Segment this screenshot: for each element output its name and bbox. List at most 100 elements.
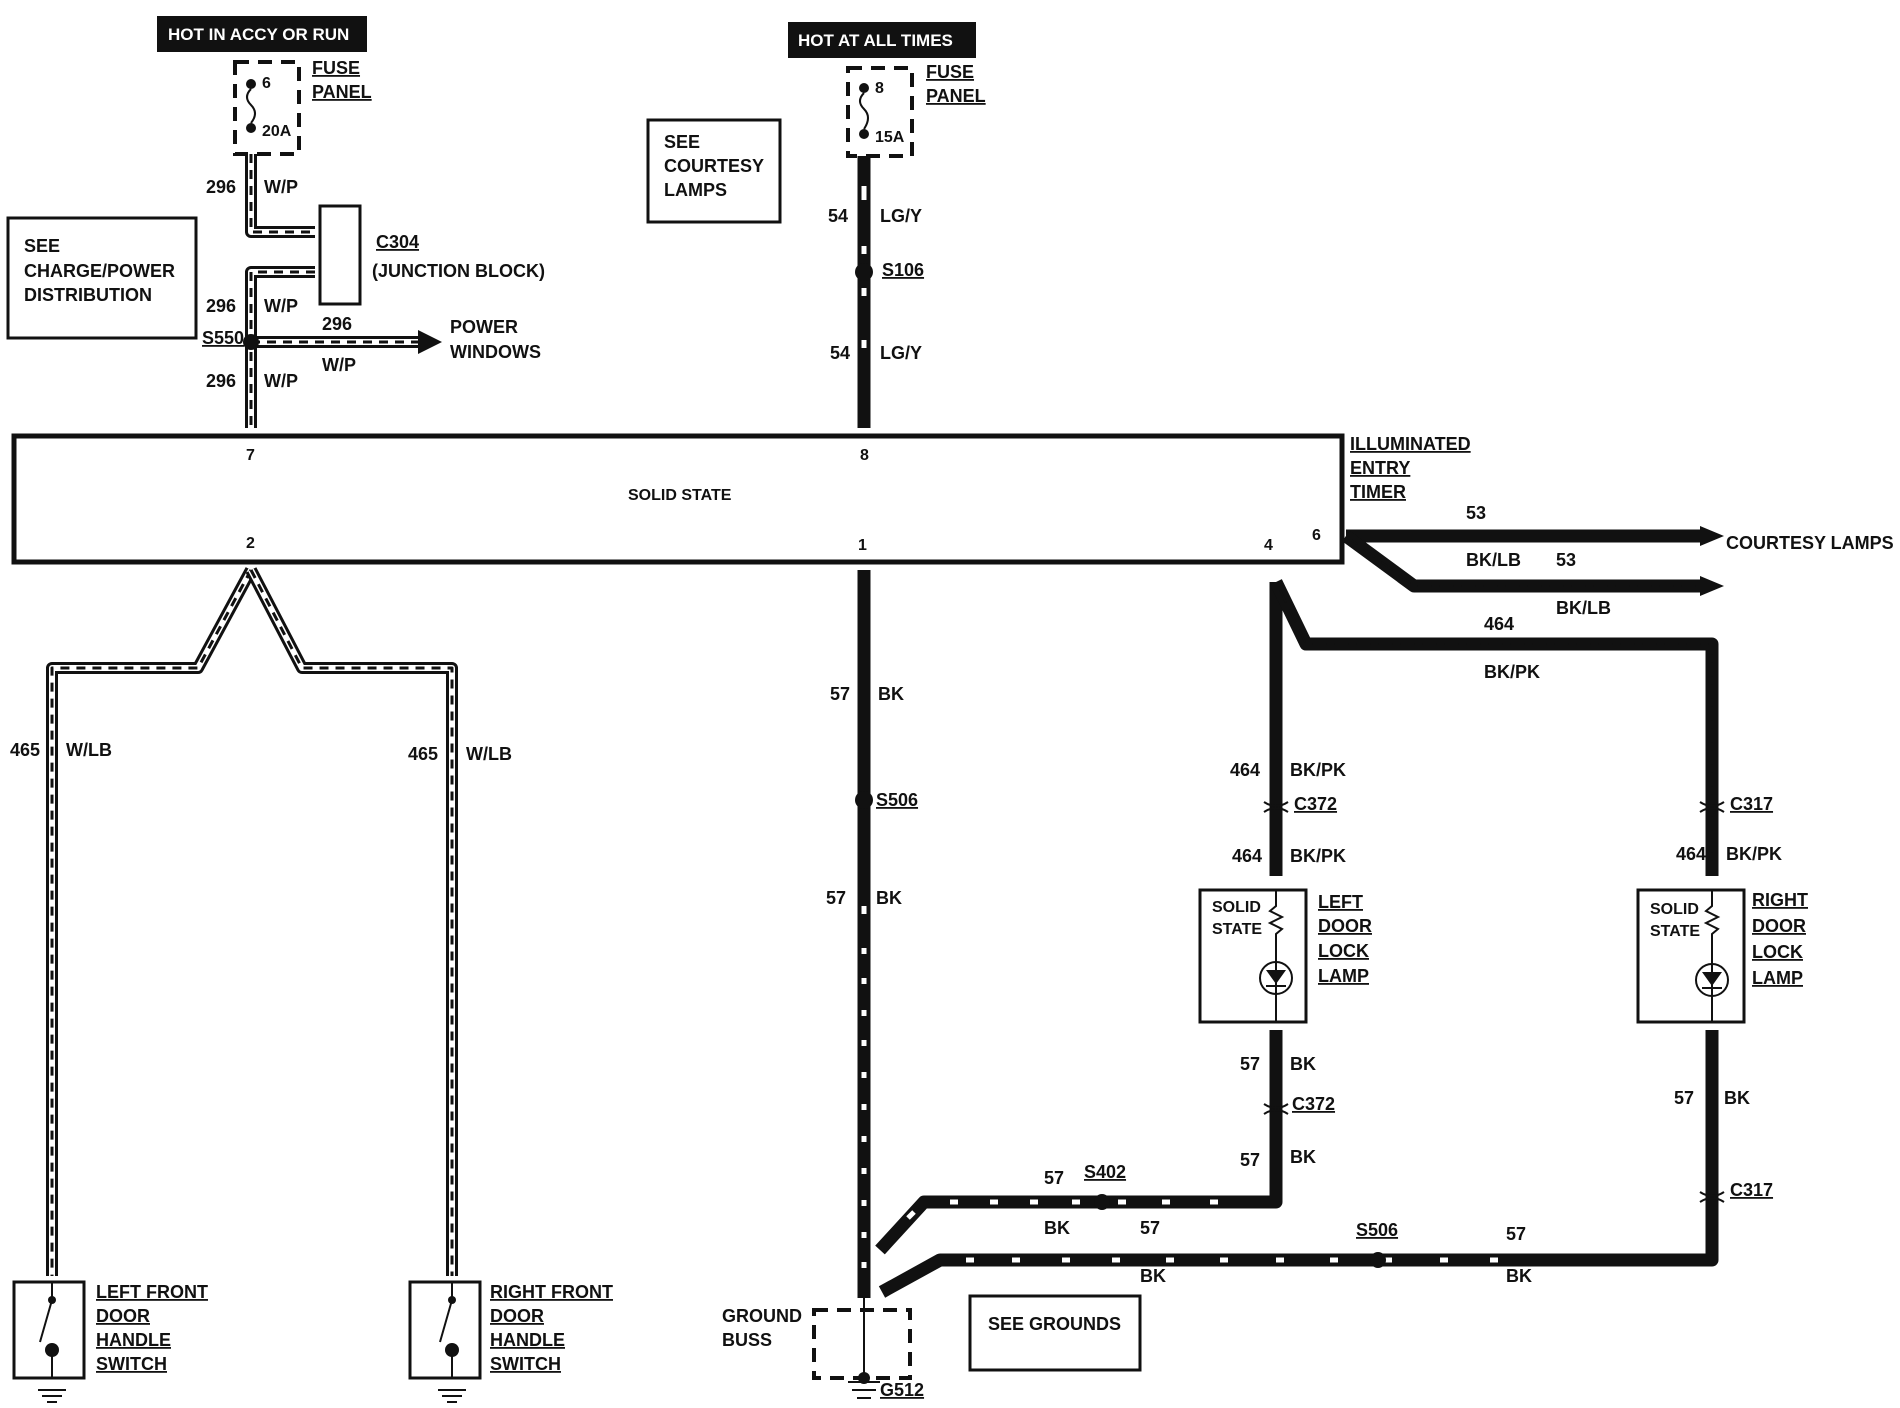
wire-54-code-b: 54 bbox=[830, 343, 850, 363]
ground-buss-line-1: GROUND bbox=[722, 1306, 802, 1326]
wire-57-code-c: 57 bbox=[1240, 1054, 1260, 1074]
left-switch-line-3: HANDLE bbox=[96, 1330, 171, 1350]
wire-wlb-color-b: W/LB bbox=[466, 744, 512, 764]
see-courtesy-line-1: SEE bbox=[664, 132, 700, 152]
right-switch-line-2: DOOR bbox=[490, 1306, 544, 1326]
see-courtesy-line-3: LAMPS bbox=[664, 180, 727, 200]
left-door-lock-lamp bbox=[1198, 888, 1308, 1024]
wire-296-code-d: 296 bbox=[206, 371, 236, 391]
timer-title-2: ENTRY bbox=[1350, 458, 1410, 478]
wire-wp-color-d: W/P bbox=[264, 371, 298, 391]
wire-bkpk-color-b: BK/PK bbox=[1290, 760, 1346, 780]
wire-57-code-f: 57 bbox=[1140, 1218, 1160, 1238]
wire-296-code-c: 296 bbox=[322, 314, 352, 334]
right-lamp-name-3: LOCK bbox=[1752, 942, 1803, 962]
wire-465-code-b: 465 bbox=[408, 744, 438, 764]
see-courtesy-line-2: COURTESY bbox=[664, 156, 764, 176]
wire-bk-color-a: BK bbox=[878, 684, 904, 704]
wire-bk-color-e: BK bbox=[1044, 1218, 1070, 1238]
ground-buss-line-2: BUSS bbox=[722, 1330, 772, 1350]
left-lamp-name-2: DOOR bbox=[1318, 916, 1372, 936]
fuse-left-title-1: FUSE bbox=[312, 58, 360, 78]
c304-desc: (JUNCTION BLOCK) bbox=[372, 261, 545, 281]
right-lamp-name-4: LAMP bbox=[1752, 968, 1803, 988]
power-windows-line-2: WINDOWS bbox=[450, 342, 541, 362]
connector-c317-b: C317 bbox=[1730, 1180, 1773, 1200]
wire-296-wp bbox=[243, 154, 442, 428]
right-door-handle-switch bbox=[408, 1280, 482, 1403]
left-switch-line-1: LEFT FRONT bbox=[96, 1282, 208, 1302]
wire-465-wlb bbox=[46, 567, 458, 1276]
left-lamp-name-1: LEFT bbox=[1318, 892, 1363, 912]
wire-296-code-b: 296 bbox=[206, 296, 236, 316]
timer-pin-6: 6 bbox=[1312, 527, 1321, 544]
wire-wp-color-c: W/P bbox=[322, 355, 356, 375]
left-lamp-name-3: LOCK bbox=[1318, 941, 1369, 961]
splice-s506-a: S506 bbox=[876, 790, 918, 810]
wire-464-code-c: 464 bbox=[1232, 846, 1262, 866]
timer-title-3: TIMER bbox=[1350, 482, 1406, 502]
see-grounds-box[interactable] bbox=[968, 1294, 1142, 1372]
ground-g512: G512 bbox=[880, 1380, 924, 1400]
connector-c372-b: C372 bbox=[1292, 1094, 1335, 1114]
wire-57-code-b: 57 bbox=[826, 888, 846, 908]
timer-pin-7: 7 bbox=[246, 447, 255, 464]
timer-pin-4: 4 bbox=[1264, 537, 1273, 554]
wire-464-code-d: 464 bbox=[1676, 844, 1706, 864]
fuse-right-title-1: FUSE bbox=[926, 62, 974, 82]
wire-53-bklb bbox=[1342, 526, 1724, 596]
right-switch-line-4: SWITCH bbox=[490, 1354, 561, 1374]
c304-id: C304 bbox=[376, 232, 419, 252]
left-door-handle-switch bbox=[12, 1280, 86, 1403]
fuse-right-title-2: PANEL bbox=[926, 86, 986, 106]
see-charge-box[interactable] bbox=[6, 216, 198, 340]
timer-title-1: ILLUMINATED bbox=[1350, 434, 1471, 454]
ground-buss bbox=[812, 1298, 912, 1399]
wire-53-code-b: 53 bbox=[1556, 550, 1576, 570]
fuse-left: 6 20A bbox=[233, 60, 301, 156]
wire-bklb-color-b: BK/LB bbox=[1556, 598, 1611, 618]
splice-s402: S402 bbox=[1084, 1162, 1126, 1182]
wire-bklb-color-a: BK/LB bbox=[1466, 550, 1521, 570]
fuse-left-number: 6 bbox=[262, 75, 271, 92]
hot-accy-label: HOT IN ACCY OR RUN bbox=[168, 25, 349, 44]
hot-accy-label-bg bbox=[157, 16, 367, 52]
wire-465-code-a: 465 bbox=[10, 740, 40, 760]
see-charge-line-2: CHARGE/POWER bbox=[24, 261, 175, 281]
fuse-right-number: 8 bbox=[875, 80, 884, 97]
wire-bk-color-b: BK bbox=[876, 888, 902, 908]
right-lamp-name-2: DOOR bbox=[1752, 916, 1806, 936]
wire-57-code-d: 57 bbox=[1240, 1150, 1260, 1170]
fuse-right: 8 15A bbox=[846, 66, 914, 158]
courtesy-lamps-output: COURTESY LAMPS bbox=[1726, 533, 1894, 553]
wire-57-bk-lamps bbox=[875, 1030, 1725, 1298]
wire-wp-color-b: W/P bbox=[264, 296, 298, 316]
right-switch-line-3: HANDLE bbox=[490, 1330, 565, 1350]
wire-296-code-a: 296 bbox=[206, 177, 236, 197]
left-switch-line-2: DOOR bbox=[96, 1306, 150, 1326]
left-lamp-state-1: SOLID bbox=[1212, 899, 1261, 916]
wire-464-code-a: 464 bbox=[1484, 614, 1514, 634]
timer-pin-1: 1 bbox=[858, 537, 867, 554]
wire-bkpk-color-a: BK/PK bbox=[1484, 662, 1540, 682]
fuse-left-rating: 20A bbox=[262, 123, 292, 140]
splice-s550: S550 bbox=[202, 328, 244, 348]
fuse-left-title-2: PANEL bbox=[312, 82, 372, 102]
see-courtesy-box[interactable] bbox=[646, 118, 782, 224]
wire-lgy-color-a: LG/Y bbox=[880, 206, 922, 226]
see-grounds-label: SEE GROUNDS bbox=[988, 1314, 1121, 1334]
wire-464-code-b: 464 bbox=[1230, 760, 1260, 780]
right-switch-line-1: RIGHT FRONT bbox=[490, 1282, 613, 1302]
timer-pin-8: 8 bbox=[860, 447, 869, 464]
wire-bk-color-c: BK bbox=[1290, 1054, 1316, 1074]
wire-54-lgy bbox=[855, 156, 873, 428]
wire-57-code-e: 57 bbox=[1044, 1168, 1064, 1188]
wire-bk-color-f: BK bbox=[1140, 1266, 1166, 1286]
splice-s506-b: S506 bbox=[1356, 1220, 1398, 1240]
wire-57-code-h: 57 bbox=[1674, 1088, 1694, 1108]
hot-always-label-bg bbox=[788, 22, 976, 58]
see-charge-line-1: SEE bbox=[24, 236, 60, 256]
timer-pin-2: 2 bbox=[246, 535, 255, 552]
c304-junction-block bbox=[318, 204, 362, 306]
